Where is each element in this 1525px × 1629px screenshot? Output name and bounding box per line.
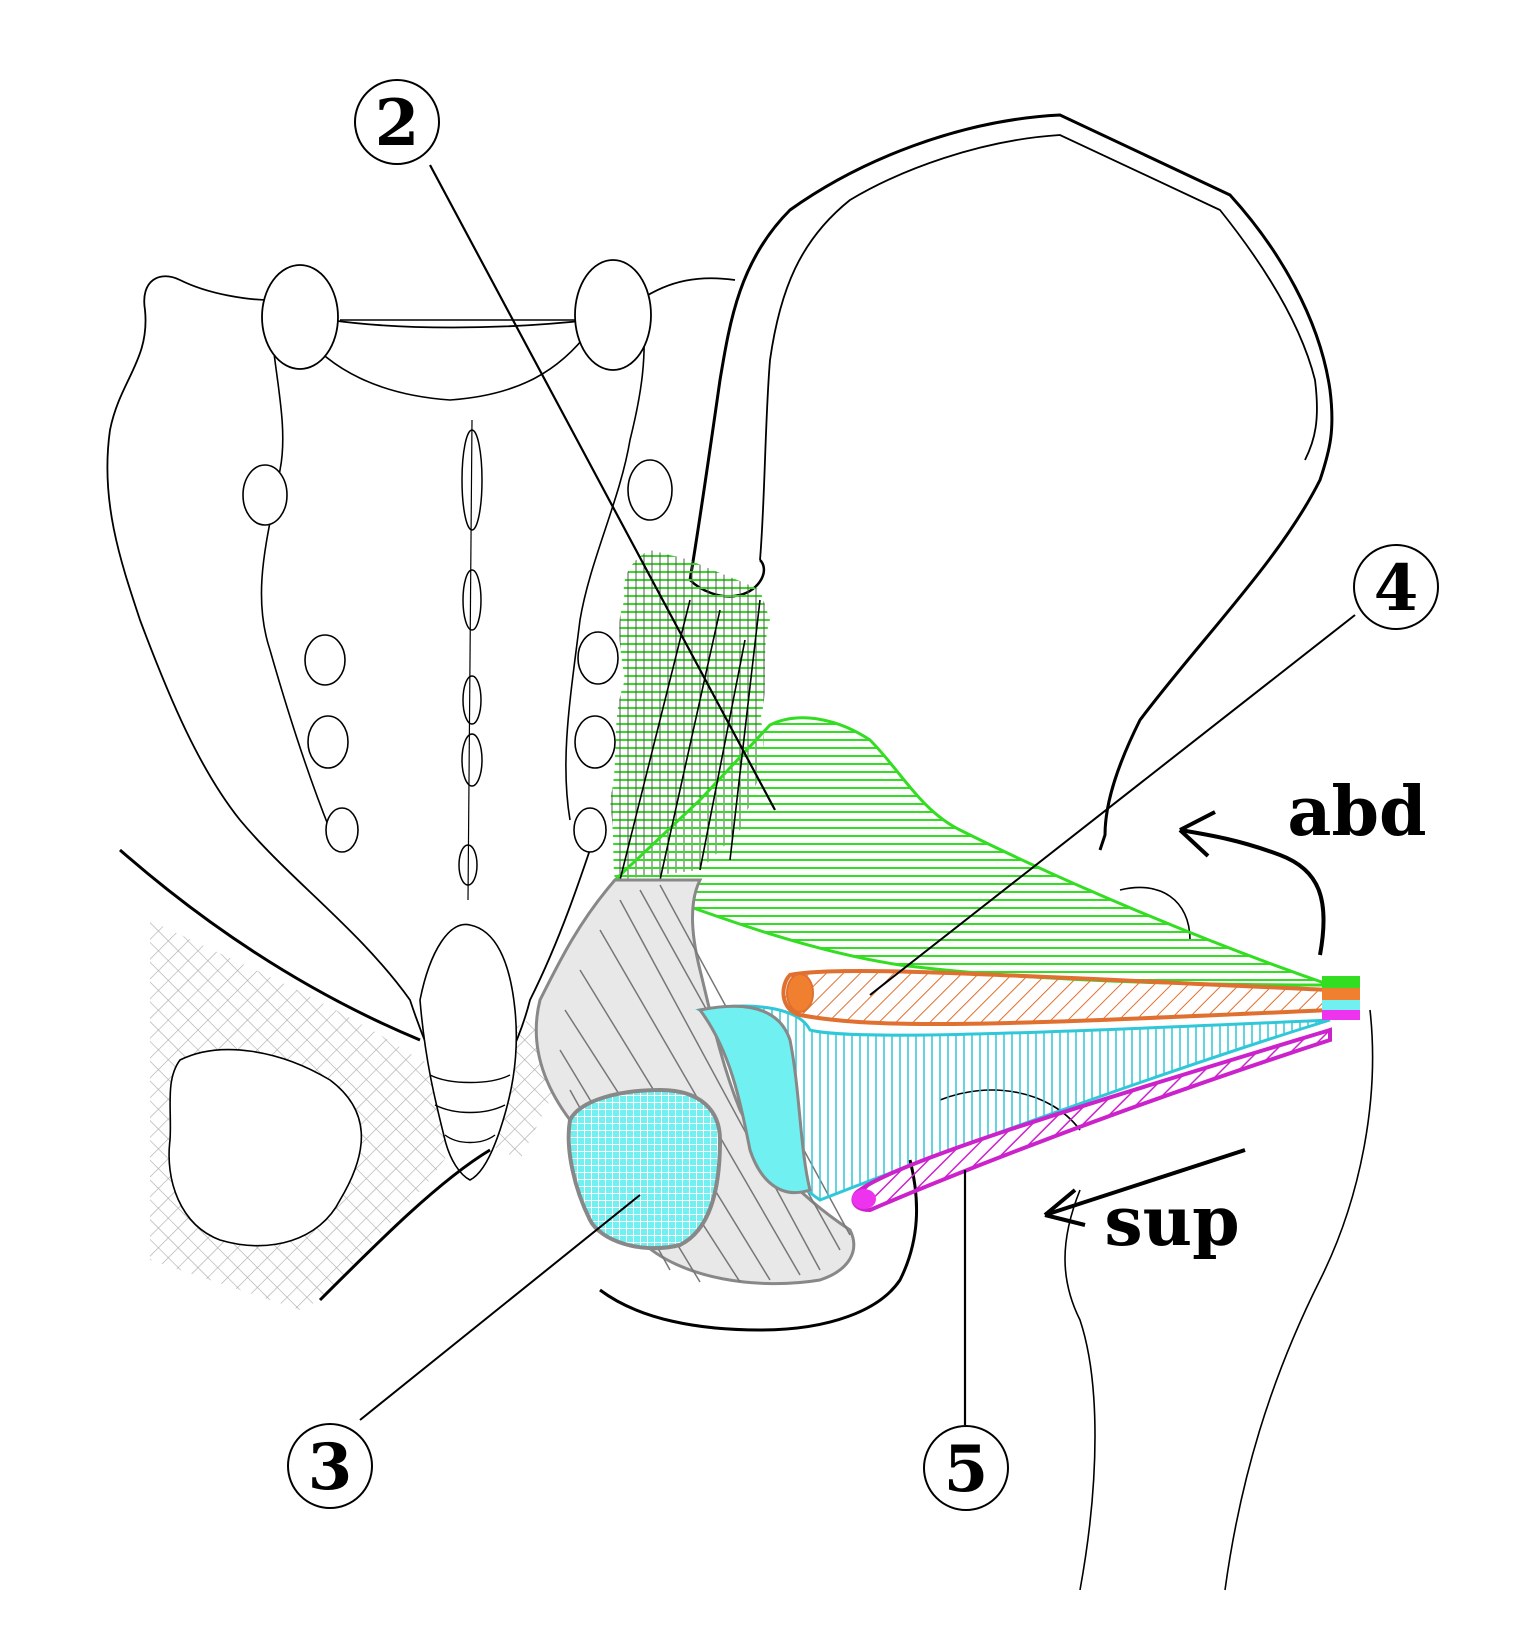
supination-arrow-head-icon — [1043, 1188, 1086, 1227]
orange-muscle — [781, 968, 1332, 1027]
insertion-magenta — [1322, 1010, 1360, 1020]
sacral-foramen-l3 — [307, 715, 349, 769]
coccyx — [419, 923, 518, 1181]
median-crest-3 — [462, 675, 482, 725]
callout-3: 3 — [287, 1423, 373, 1509]
sacrotuberous-ligament — [119, 848, 491, 1302]
sacral-facet-right — [574, 259, 652, 371]
callout-label-2: 2 — [375, 86, 420, 161]
callout-label-3: 3 — [308, 1430, 353, 1505]
obturator-foramen — [566, 1087, 723, 1251]
ischium-left — [168, 1048, 363, 1247]
green-muscle-belly — [612, 716, 1331, 987]
callout-2: 2 — [354, 79, 440, 165]
sacral-foramen-r3 — [574, 715, 616, 769]
sacrum-outline — [106, 275, 736, 1131]
femur-medial — [1064, 1189, 1096, 1591]
magenta-muscle — [851, 1027, 1332, 1213]
abduction-arrow — [1179, 828, 1326, 956]
callout-5: 5 — [923, 1425, 1009, 1511]
orange-muscle-origin — [786, 973, 814, 1013]
median-crest-4 — [461, 733, 483, 787]
abduction-arrow-head-icon — [1178, 810, 1216, 858]
leader-line-4 — [869, 614, 1356, 996]
leader-line-2 — [429, 164, 776, 811]
median-crest-2 — [462, 569, 482, 631]
sacral-ala-right — [565, 299, 645, 821]
callout-label-4: 4 — [1374, 551, 1419, 626]
abduction-label: abd — [1287, 772, 1426, 852]
iliac-wing-outer — [688, 113, 1334, 851]
sacral-foramen-r4 — [573, 807, 607, 853]
iliac-wing-inner — [759, 134, 1318, 561]
supination-arrow — [1044, 1148, 1246, 1217]
sacral-ala-left — [260, 299, 331, 831]
sacral-foramen-l4 — [325, 807, 359, 853]
leader-line-3 — [359, 1194, 641, 1421]
sacral-facet-left — [261, 264, 339, 370]
coccyx-segments — [429, 1074, 511, 1144]
supination-label: sup — [1104, 1182, 1239, 1262]
green-muscle-fibers — [619, 599, 761, 881]
insertion-orange — [1322, 988, 1360, 1000]
insertion-green — [1322, 976, 1360, 988]
sacral-foramen-l1 — [242, 464, 288, 526]
sacral-foramen-r2 — [577, 631, 619, 685]
sacral-foramen-l2 — [304, 634, 346, 686]
median-crest-line — [467, 419, 473, 901]
femur-lateral — [1224, 1009, 1374, 1591]
callout-circle-3 — [287, 1423, 373, 1509]
acetabulum-lower-contour — [599, 1159, 919, 1332]
cyan-muscle-solid — [697, 1004, 812, 1195]
callout-circle-4 — [1353, 544, 1439, 630]
magenta-muscle-origin — [852, 1189, 876, 1209]
insertion-cyan — [1322, 1000, 1360, 1010]
sacral-foramen-r1 — [627, 459, 673, 521]
callout-label-5: 5 — [944, 1432, 989, 1507]
callout-circle-5 — [923, 1425, 1009, 1511]
callout-circle-2 — [354, 79, 440, 165]
callout-4: 4 — [1353, 544, 1439, 630]
sacral-vertebral-line — [299, 329, 591, 401]
